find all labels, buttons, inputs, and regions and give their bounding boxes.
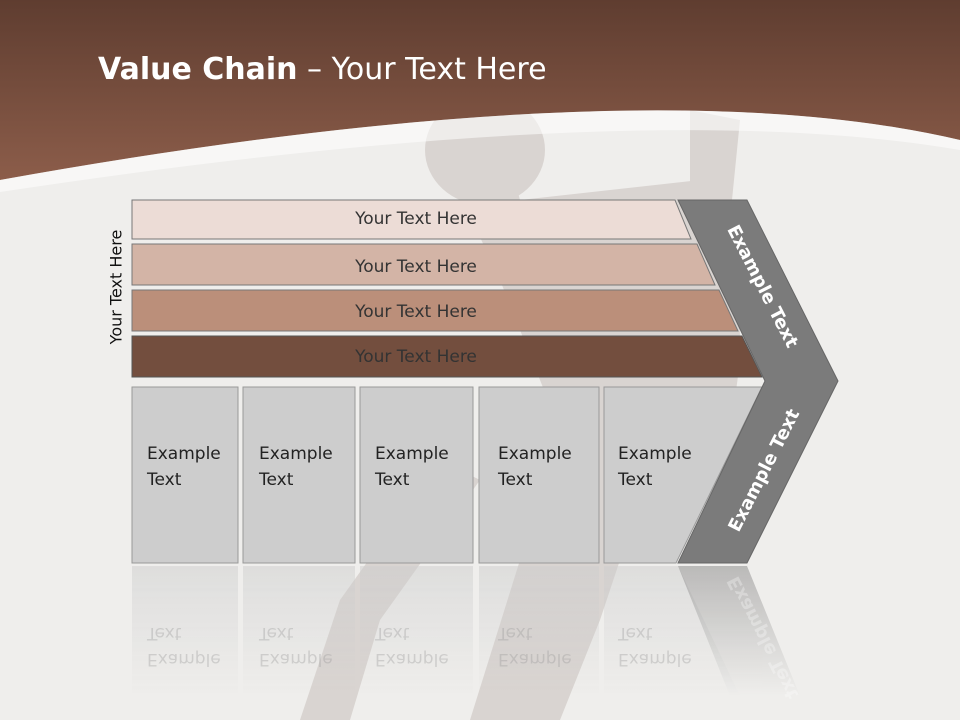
row-bar-3 xyxy=(131,289,739,332)
title-bold: Value Chain xyxy=(98,52,298,87)
row-label-4: Your Text Here xyxy=(355,347,477,367)
row-label-3: Your Text Here xyxy=(355,302,477,322)
row-bar-4 xyxy=(131,335,763,378)
box-5 xyxy=(603,386,763,564)
box-1 xyxy=(131,386,239,564)
row-label-1: Your Text Here xyxy=(355,209,477,229)
page-title: Value Chain – Your Text Here xyxy=(98,52,547,87)
chevron-arrow xyxy=(677,199,839,564)
row-bar-2 xyxy=(131,243,716,286)
row-bar-1 xyxy=(131,199,692,240)
title-rest: – Your Text Here xyxy=(297,52,547,87)
header-band xyxy=(0,0,960,180)
row-label-2: Your Text Here xyxy=(355,257,477,277)
reflection xyxy=(132,566,800,696)
box-2 xyxy=(242,386,356,564)
box-3 xyxy=(359,386,474,564)
box-4 xyxy=(478,386,600,564)
